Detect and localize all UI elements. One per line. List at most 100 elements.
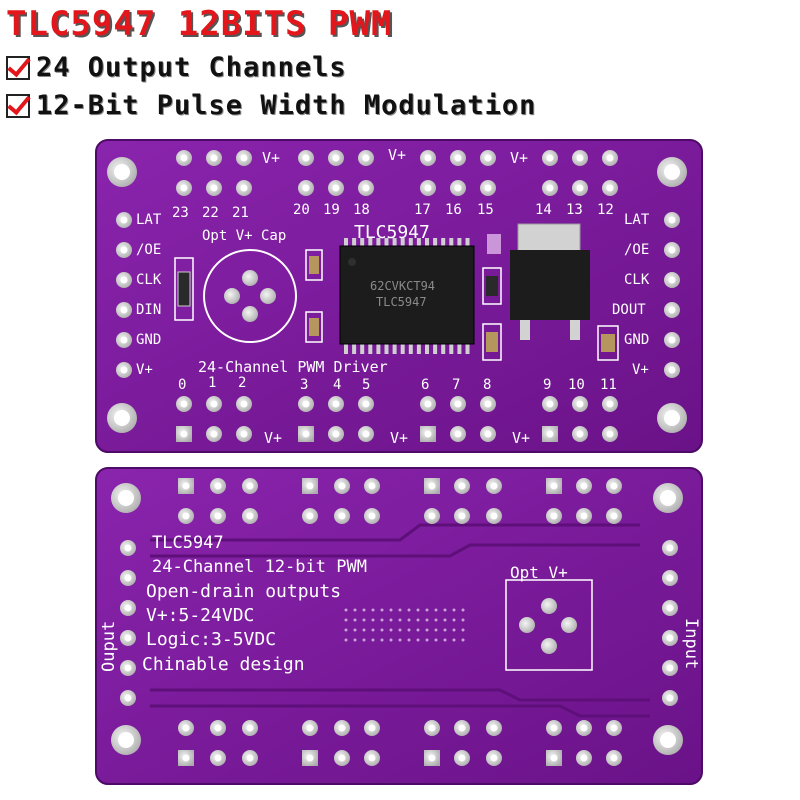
pad-hole [458,512,466,520]
pad-hole [580,754,588,762]
pad-hole [484,400,492,408]
left-pin-oe: /OE [136,242,161,258]
pad-hole [666,574,674,582]
pad-hole [610,754,618,762]
pad-hole [124,664,132,672]
opt-vplus-label: Opt V+ [510,563,568,582]
pad-hole [576,430,584,438]
back-pads [120,478,678,766]
opt-vplus-pads [519,598,577,654]
pad-hole [424,430,432,438]
via-dot [425,618,429,622]
pad-hole [306,482,314,490]
via-dot [443,608,447,612]
chip-pin [360,344,365,354]
feature-text-2: 12-Bit Pulse Width Modulation [36,90,537,121]
via-dot [416,618,420,622]
checkmark-icon [6,93,30,118]
pad-hole [546,430,554,438]
chip-marking-1: 62CVKCT94 [370,279,435,293]
via-dot [389,638,393,642]
pad-hole [666,694,674,702]
chip-pin [392,238,397,248]
via-dot [353,608,357,612]
pad-hole [180,400,188,408]
cap-footprint [203,249,297,343]
via-dot [389,608,393,612]
pad-hole [666,604,674,612]
channel-label-23: 23 [172,205,189,221]
pad-hole [666,544,674,552]
pad-hole [302,430,310,438]
pad-hole [362,184,370,192]
pad-hole [246,512,254,520]
pad-hole [124,604,132,612]
channel-label-8: 8 [483,377,491,393]
chip-pin [449,238,454,248]
left-pin-clk: CLK [136,272,162,288]
right-pin-lat: LAT [624,212,650,228]
via-dot [434,638,438,642]
via-dot [362,608,366,612]
chip-pin [352,238,357,248]
via-dot [344,638,348,642]
via-dot [407,608,411,612]
driver-label: 24-Channel PWM Driver [198,358,388,376]
pad-hole [210,184,218,192]
output-side-label: Ouput [99,621,119,672]
left-pin-din: DIN [136,302,161,318]
voltage-regulator [510,223,590,340]
via-dot [425,638,429,642]
channel-label-13: 13 [566,202,583,218]
chip-pin [408,238,413,248]
pad-hole [120,336,128,344]
front-board: V+ V+ V+ V+ V+ V+ 23 22 21 20 19 18 17 1… [95,139,703,453]
chip-pin [441,344,446,354]
pad-hole [368,482,376,490]
channel-label-10: 10 [568,377,585,393]
channel-label-0: 0 [178,377,186,393]
right-pin-gnd: GND [624,332,649,348]
right-pin-vplus: V+ [632,362,649,378]
chip-pin [368,238,373,248]
pad-hole [240,154,248,162]
chip-pin [441,238,446,248]
channel-label-21: 21 [232,205,249,221]
chip-pin [457,344,462,354]
via-dot [371,628,375,632]
pad-hole [428,724,436,732]
checkmark-icon [6,55,30,80]
pad-hole [546,154,554,162]
via-dot [353,638,357,642]
channel-label-16: 16 [445,202,462,218]
via-dot [443,628,447,632]
pad-hole [332,430,340,438]
pad-hole [306,754,314,762]
pad-hole [332,400,340,408]
back-traces [150,523,650,718]
via-dot [416,638,420,642]
chip-pin [368,344,373,354]
pad-hole [338,754,346,762]
via-dot [380,608,384,612]
via-dot [425,608,429,612]
vplus-label: V+ [262,149,280,167]
pad-hole [550,754,558,762]
channel-label-14: 14 [535,202,552,218]
pad-hole [454,400,462,408]
pad-hole [546,184,554,192]
right-pin-clk: CLK [624,272,650,288]
pad-hole [550,724,558,732]
back-line-4: V+:5-24VDC [146,605,254,626]
pad-hole [362,430,370,438]
pad-hole [490,512,498,520]
via-dot [371,618,375,622]
vplus-label: V+ [390,429,408,447]
chip-pin [376,238,381,248]
back-line-2: 24-Channel 12-bit PWM [152,557,367,577]
pad-hole [668,276,676,284]
front-bottom-pads [176,396,618,442]
feature-line-1: 24 Output Channels [6,52,347,83]
pad-hole [668,246,676,254]
pad-hole [120,366,128,374]
